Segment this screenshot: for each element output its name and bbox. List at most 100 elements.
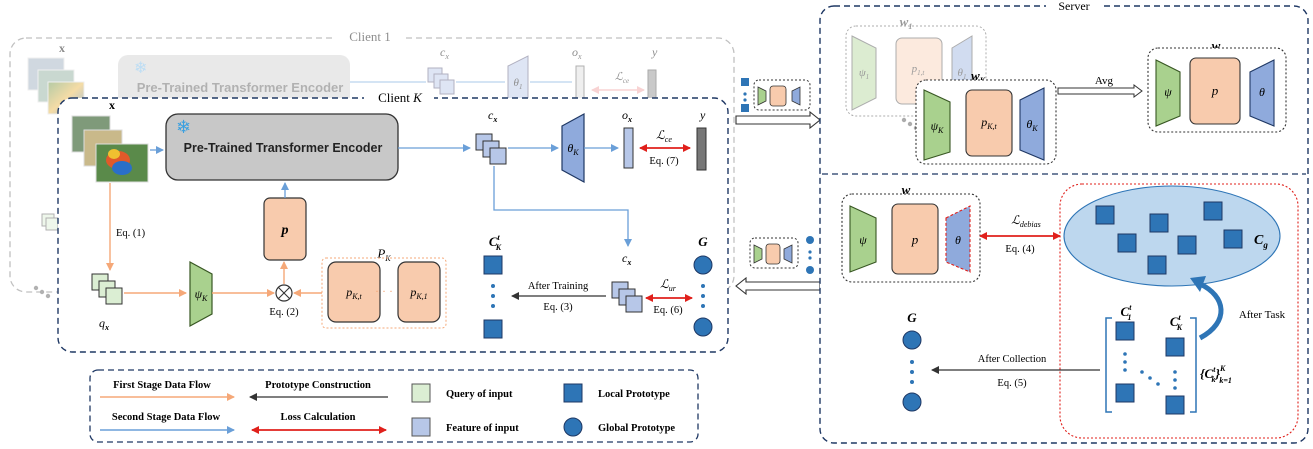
legend-proto-construction: Prototype Construction bbox=[265, 380, 371, 391]
client-k-input-images bbox=[71, 115, 149, 183]
server-bottom-p-box bbox=[891, 203, 939, 275]
server-theta: θ bbox=[1259, 85, 1265, 99]
client-k-eq6: Eq. (6) bbox=[653, 305, 683, 316]
client-k-local-proto-top bbox=[483, 255, 503, 275]
client-k-encoder bbox=[165, 113, 399, 181]
client-1-y: y bbox=[651, 45, 658, 59]
upload-transfer bbox=[735, 78, 821, 130]
server-w-label: w bbox=[1212, 38, 1221, 53]
client-k-pool-pk1 bbox=[397, 261, 441, 323]
server-loss-debias: ℒdebias bbox=[1011, 213, 1041, 229]
server-cg-region bbox=[1059, 183, 1299, 439]
client-k-encoder-label: Pre-Trained Transformer Encoder bbox=[184, 141, 383, 155]
client-k-pool-pkt-label: pK,t bbox=[345, 285, 362, 301]
server-after-task: After Task bbox=[1239, 309, 1286, 321]
legend-local-proto: Local Prototype bbox=[598, 389, 670, 400]
legend-query-swatch bbox=[411, 383, 431, 403]
client-k-pool-border bbox=[321, 257, 447, 329]
server-p: p bbox=[1211, 83, 1219, 98]
client-k-features bbox=[475, 133, 507, 165]
server-thetak-trapezoid bbox=[1019, 87, 1045, 161]
client-k-label: Client K bbox=[378, 90, 423, 105]
server-psi: ψ bbox=[1164, 85, 1172, 99]
client-k-qx: qx bbox=[99, 316, 109, 332]
client-1-border bbox=[9, 37, 735, 293]
server-pkt-box bbox=[965, 89, 1013, 157]
client-1-label: Client 1 bbox=[349, 29, 391, 44]
server-global-proto-bottom bbox=[902, 392, 922, 412]
server-psik: ψK bbox=[931, 119, 944, 135]
client-k-cx: cx bbox=[488, 108, 497, 124]
server-bottom-theta-trapezoid bbox=[945, 205, 971, 273]
client-k-pool-pkt bbox=[327, 261, 381, 323]
server-ck-top bbox=[1165, 337, 1185, 357]
server-thetak: θK bbox=[1026, 117, 1038, 133]
client-k-psi: ψK bbox=[195, 287, 208, 303]
server-psi1: ψ1 bbox=[859, 67, 869, 81]
client-k-after-training: After Training bbox=[528, 281, 589, 292]
server-pkt: pK,t bbox=[980, 115, 997, 131]
legend-global-proto-swatch bbox=[563, 417, 583, 437]
server-bottom-w-label: w bbox=[902, 182, 911, 197]
client-k-label-bar bbox=[696, 127, 707, 171]
legend-feature-swatch bbox=[411, 417, 431, 437]
legend-feature: Feature of input bbox=[446, 423, 519, 434]
client-1-images bbox=[27, 57, 85, 115]
client-1-input-x: x bbox=[59, 41, 65, 55]
server-c1-top bbox=[1115, 321, 1135, 341]
legend-local-proto-swatch bbox=[563, 383, 583, 403]
client-k-eq7: Eq. (7) bbox=[649, 156, 679, 167]
legend: First Stage Data Flow Second Stage Data … bbox=[89, 369, 699, 443]
upload-arrow bbox=[735, 110, 821, 130]
client-k-eq2: Eq. (2) bbox=[269, 307, 299, 318]
client-k-local-proto-bottom bbox=[483, 319, 503, 339]
server-g-label: G bbox=[907, 310, 917, 325]
client-k-global-proto-bottom bbox=[693, 317, 713, 337]
client-k-global-label: G bbox=[698, 234, 708, 249]
server-bottom-psi-trapezoid bbox=[849, 205, 877, 273]
client-1-theta: θ1 bbox=[514, 77, 523, 91]
server-cg-prototypes bbox=[1095, 201, 1243, 275]
legend-loss-calc: Loss Calculation bbox=[281, 412, 356, 423]
client-1-encoder-label: Pre-Trained Transformer Encoder bbox=[137, 80, 344, 95]
legend-global-proto: Global Prototype bbox=[598, 423, 675, 434]
client-k-theta-trapezoid bbox=[561, 112, 585, 184]
client-k-loss-ur: ℒur bbox=[660, 277, 677, 293]
server-bottom-theta: θ bbox=[955, 233, 961, 247]
client-k-input-x: x bbox=[109, 98, 115, 112]
client-k-loss-ce: ℒce bbox=[656, 128, 672, 144]
legend-second-stage: Second Stage Data Flow bbox=[112, 412, 221, 423]
client-k-pool-pk1-label: pK,1 bbox=[409, 285, 427, 301]
server-panel: Server w1 ψ1 p1,t θ1 wK ψK pK,t θK Avg bbox=[819, 0, 1309, 444]
server-cg-label: Cg bbox=[1254, 233, 1268, 250]
client-k-features-2 bbox=[611, 281, 643, 313]
client-k-snowflake-icon: ❄ bbox=[176, 117, 191, 137]
client-k-psi-trapezoid bbox=[189, 260, 213, 328]
client-k-eq1: Eq. (1) bbox=[116, 228, 146, 239]
legend-first-stage: First Stage Data Flow bbox=[113, 380, 211, 391]
client-1-snowflake-icon: ❄ bbox=[134, 60, 147, 77]
server-ck-bottom bbox=[1165, 395, 1185, 415]
server-theta1: θ1 bbox=[958, 67, 967, 81]
client-k-ox: ox bbox=[622, 108, 632, 124]
client-1-encoder bbox=[118, 55, 350, 109]
server-global-proto-top bbox=[902, 330, 922, 350]
legend-query: Query of input bbox=[446, 389, 513, 400]
server-theta-trapezoid bbox=[1249, 59, 1275, 127]
server-bottom-psi: ψ bbox=[859, 233, 867, 247]
server-psik-trapezoid bbox=[923, 89, 951, 161]
client-k-panel: Client K x ❄ Pre-Trained Transformer Enc… bbox=[57, 90, 729, 353]
server-cg-ellipse bbox=[1063, 185, 1281, 287]
client-k-theta: θK bbox=[567, 141, 579, 157]
server-eq4: Eq. (4) bbox=[1005, 244, 1035, 255]
server-avg-arrow bbox=[1057, 84, 1143, 98]
legend-border bbox=[89, 369, 699, 443]
client-k-query bbox=[91, 273, 123, 305]
server-eq5: Eq. (5) bbox=[997, 378, 1027, 389]
client-k-eq3: Eq. (3) bbox=[543, 302, 573, 313]
server-after-task-arrow bbox=[1198, 281, 1224, 341]
